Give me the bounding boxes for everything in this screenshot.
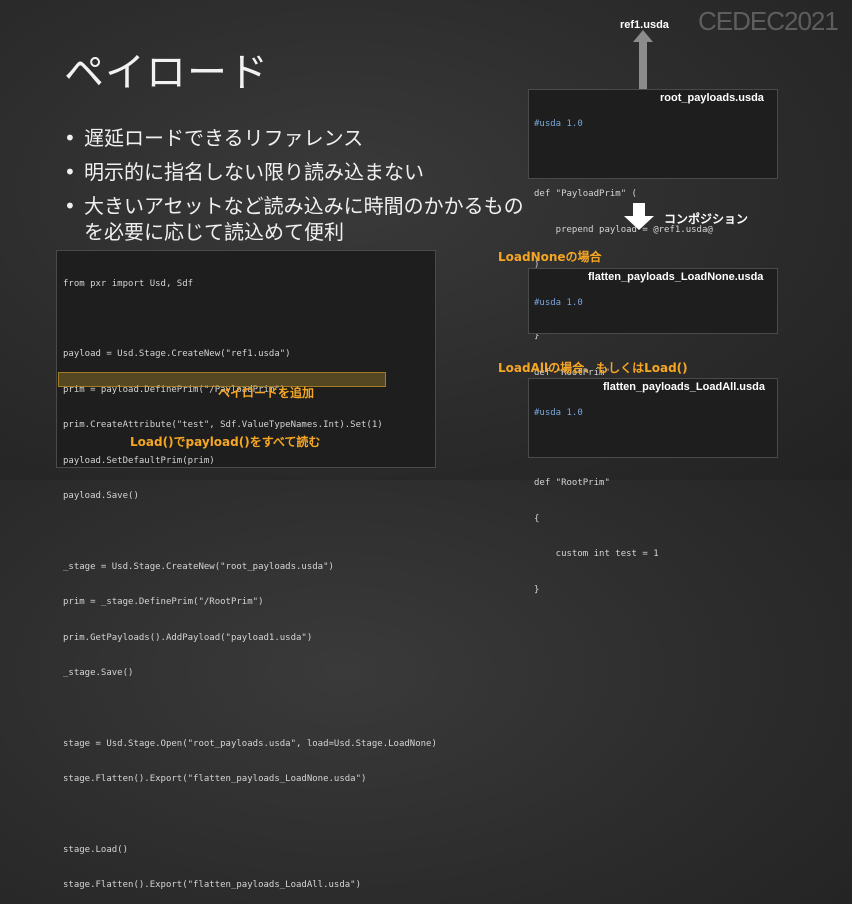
code-line: payload = Usd.Stage.CreateNew("ref1.usda…: [63, 349, 291, 360]
code-line: #usda 1.0: [534, 118, 583, 129]
code-line: #usda 1.0: [534, 297, 583, 308]
code-line: def "RootPrim": [534, 478, 610, 489]
code-line: ): [534, 260, 540, 271]
arrow-up-shaft: [639, 38, 647, 92]
code-line: [63, 526, 435, 538]
annotation-add-payload: ペイロードを追加: [218, 386, 315, 400]
root-payloads-label: root_payloads.usda: [660, 92, 764, 104]
code-line: prim = payload.DefinePrim("/PayloadPrim"…: [63, 384, 286, 395]
loadnone-usda-block: #usda 1.0 def "RootPrim" { }: [528, 268, 778, 449]
bullet-item: 大きいアセットなど読み込みに時間のかかるものを必要に応じて読込めて便利: [64, 193, 534, 245]
slide-title: ペイロード: [64, 50, 269, 96]
code-line: [534, 443, 777, 455]
code-line: [63, 809, 435, 821]
arrow-up-icon: [633, 30, 653, 42]
loadnone-label: flatten_payloads_LoadNone.usda: [588, 271, 764, 283]
code-line: stage.Flatten().Export("flatten_payloads…: [63, 774, 367, 785]
code-line: }: [534, 584, 540, 595]
composition-label: コンポジション: [664, 212, 749, 226]
loadnone-heading: LoadNoneの場合: [498, 250, 602, 264]
loadall-label: flatten_payloads_LoadAll.usda: [603, 381, 765, 393]
code-line: [63, 703, 435, 715]
code-line: #usda 1.0: [534, 407, 583, 418]
code-line: }: [534, 330, 540, 341]
cedec-logo: CEDEC2021: [698, 6, 839, 36]
code-line: from pxr import Usd, Sdf: [63, 278, 194, 289]
code-line: _stage = Usd.Stage.CreateNew("root_paylo…: [63, 561, 334, 572]
code-line: custom int test = 1: [534, 549, 659, 560]
code-line: _stage.Save(): [63, 667, 134, 678]
code-line: prim.GetPayloads().AddPayload("payload1.…: [63, 632, 313, 643]
bullet-item: 遅延ロードできるリファレンス: [64, 125, 534, 151]
code-line: payload.Save(): [63, 490, 139, 501]
code-line: prim.CreateAttribute("test", Sdf.ValueTy…: [63, 420, 383, 431]
loadall-heading: LoadAllの場合、もしくはLoad(): [498, 361, 688, 375]
bullet-list: 遅延ロードできるリファレンス 明示的に指名しない限り読み込まない 大きいアセット…: [64, 125, 534, 253]
code-line: prim = _stage.DefinePrim("/RootPrim"): [63, 597, 264, 608]
arrow-down-shaft: [633, 203, 645, 217]
code-line: stage.Load(): [63, 844, 129, 855]
arrow-down-icon: [624, 216, 654, 230]
code-line: [534, 333, 777, 345]
root-usda-block: #usda 1.0 def "PayloadPrim" ( prepend pa…: [528, 89, 778, 341]
code-line: def "PayloadPrim" (: [534, 189, 637, 200]
code-line: def "RootPrim": [534, 368, 610, 379]
ref1-label: ref1.usda: [620, 19, 669, 31]
highlight-add-payload: [58, 372, 386, 387]
code-line: [534, 154, 777, 166]
code-line: [63, 314, 435, 326]
code-line: stage.Flatten().Export("flatten_payloads…: [63, 880, 362, 891]
code-line: {: [534, 513, 540, 524]
code-line: payload.SetDefaultPrim(prim): [63, 455, 215, 466]
code-line: stage = Usd.Stage.Open("root_payloads.us…: [63, 738, 437, 749]
annotation-load-all: Load()でpayload()をすべて読む: [130, 435, 321, 449]
bullet-item: 明示的に指名しない限り読み込まない: [64, 159, 534, 185]
